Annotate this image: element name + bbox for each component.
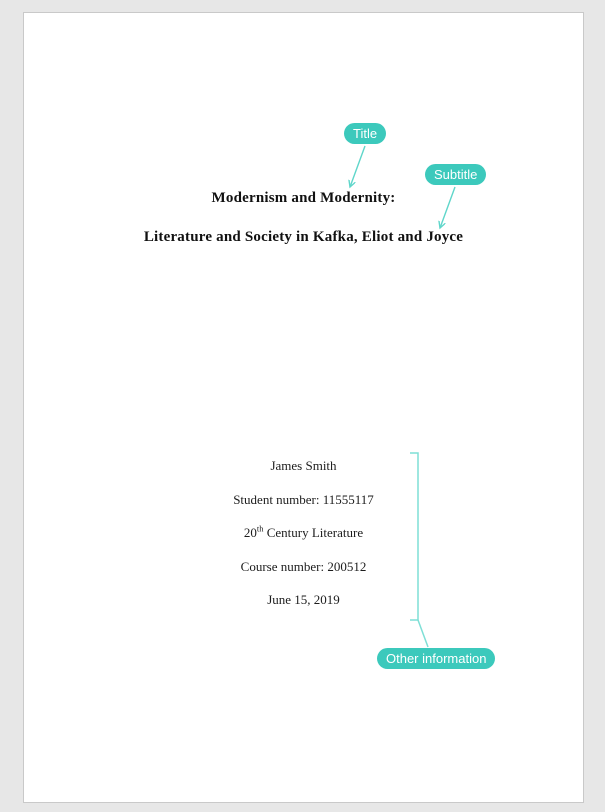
course-number: Course number: 200512 xyxy=(240,558,367,574)
course-name: 20th Century Literature xyxy=(23,516,584,550)
other-information-block: James Smith Student number: 11555117 20t… xyxy=(23,449,584,617)
document-title: Modernism and Modernity: xyxy=(211,190,396,206)
author-name: James Smith xyxy=(270,458,337,473)
other-information-callout: Other information xyxy=(377,648,496,669)
document-subtitle: Literature and Society in Kafka, Eliot a… xyxy=(143,229,464,245)
ordinal-superscript: th xyxy=(256,523,264,534)
subtitle-callout: Subtitle xyxy=(425,164,487,185)
date: June 15, 2019 xyxy=(267,592,340,607)
course-name-suffix: Century Literature xyxy=(263,525,364,540)
course-name-prefix: 20 xyxy=(243,525,257,540)
title-callout: Title xyxy=(344,123,387,144)
student-number: Student number: 11555117 xyxy=(233,491,374,507)
document-page xyxy=(23,12,584,803)
